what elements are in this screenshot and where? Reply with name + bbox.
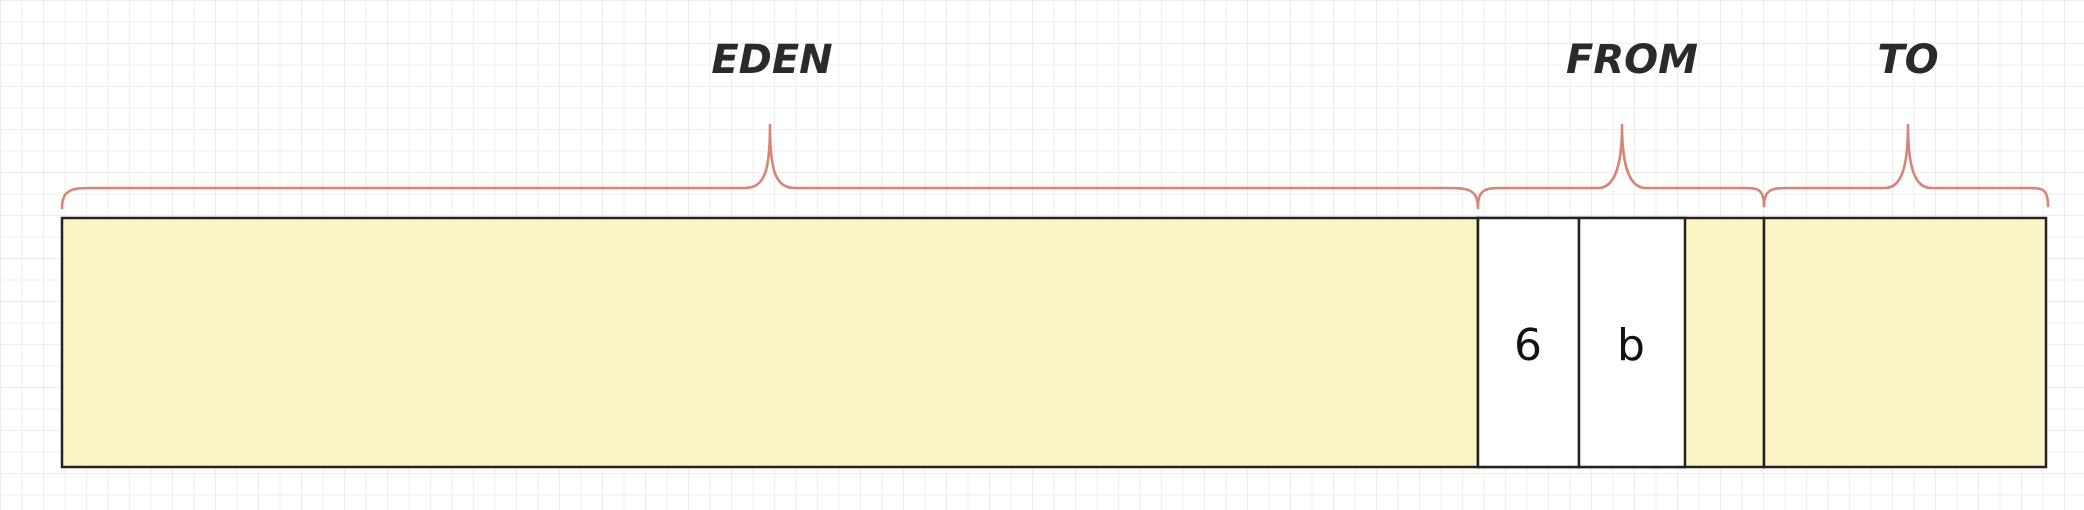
from-region: 6 b [1476, 216, 1766, 469]
to-label: TO [1877, 37, 1938, 83]
eden-label: EDEN [711, 37, 832, 83]
eden-brace [60, 123, 1480, 210]
to-brace [1762, 123, 2050, 208]
from-brace [1476, 123, 1766, 208]
eden-region [60, 216, 1480, 469]
object-label-b: b [1617, 320, 1645, 371]
from-label: FROM [1566, 37, 1698, 83]
to-region [1762, 216, 2048, 469]
object-label-6: 6 [1514, 320, 1542, 371]
object-cell-b [1577, 216, 1687, 469]
object-cell-6 [1476, 216, 1581, 469]
